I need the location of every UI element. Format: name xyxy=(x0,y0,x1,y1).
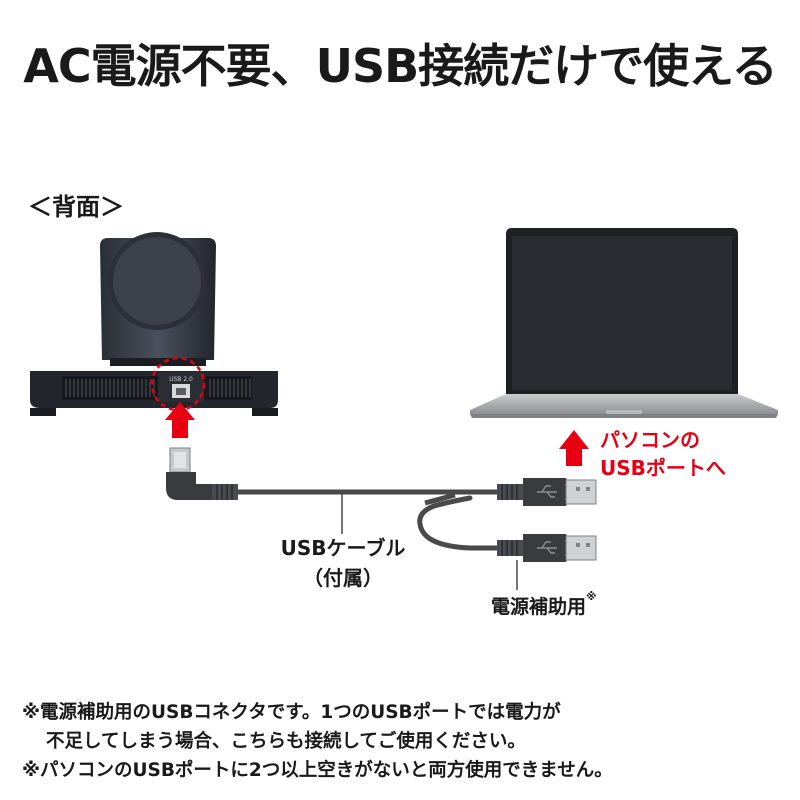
camera-port-text: USB 2.0 xyxy=(169,376,193,383)
footnotes: ※電源補助用のUSBコネクタです。1つのUSBポートでは電力が 不足してしまう場… xyxy=(22,698,613,785)
back-view-label: ＜背面＞ xyxy=(28,193,124,221)
cable-label: USBケーブル （付属） xyxy=(280,536,406,590)
laptop xyxy=(470,228,778,418)
usb-trident-icon xyxy=(537,485,557,498)
usb-a-connector-main xyxy=(497,478,597,506)
aux-note-mark: ※ xyxy=(586,590,597,603)
vent-grille xyxy=(65,379,251,397)
note-line: 不足してしまう場合、こちらも接続してご使用ください。 xyxy=(46,731,526,752)
note-line: ※パソコンのUSBポートに2つ以上空きがないと両方使用できません。 xyxy=(22,760,613,781)
usb-trident-icon xyxy=(537,541,557,554)
aux-power-label: 電源補助用※ xyxy=(491,590,597,618)
page-title: AC電源不要、USB接続だけで使える xyxy=(23,39,778,93)
usb-cable xyxy=(235,489,505,551)
arrow-up-icon-laptop xyxy=(559,430,589,466)
pc-port-label: パソコンの USBポートへ xyxy=(600,428,726,480)
usb-b-connector xyxy=(166,447,238,500)
usb-a-connector-aux xyxy=(497,534,597,562)
ptz-camera-rear: USB 2.0 xyxy=(30,232,278,416)
note-line: ※電源補助用のUSBコネクタです。1つのUSBポートでは電力が xyxy=(22,702,561,723)
arrow-up-icon-camera xyxy=(165,402,195,438)
